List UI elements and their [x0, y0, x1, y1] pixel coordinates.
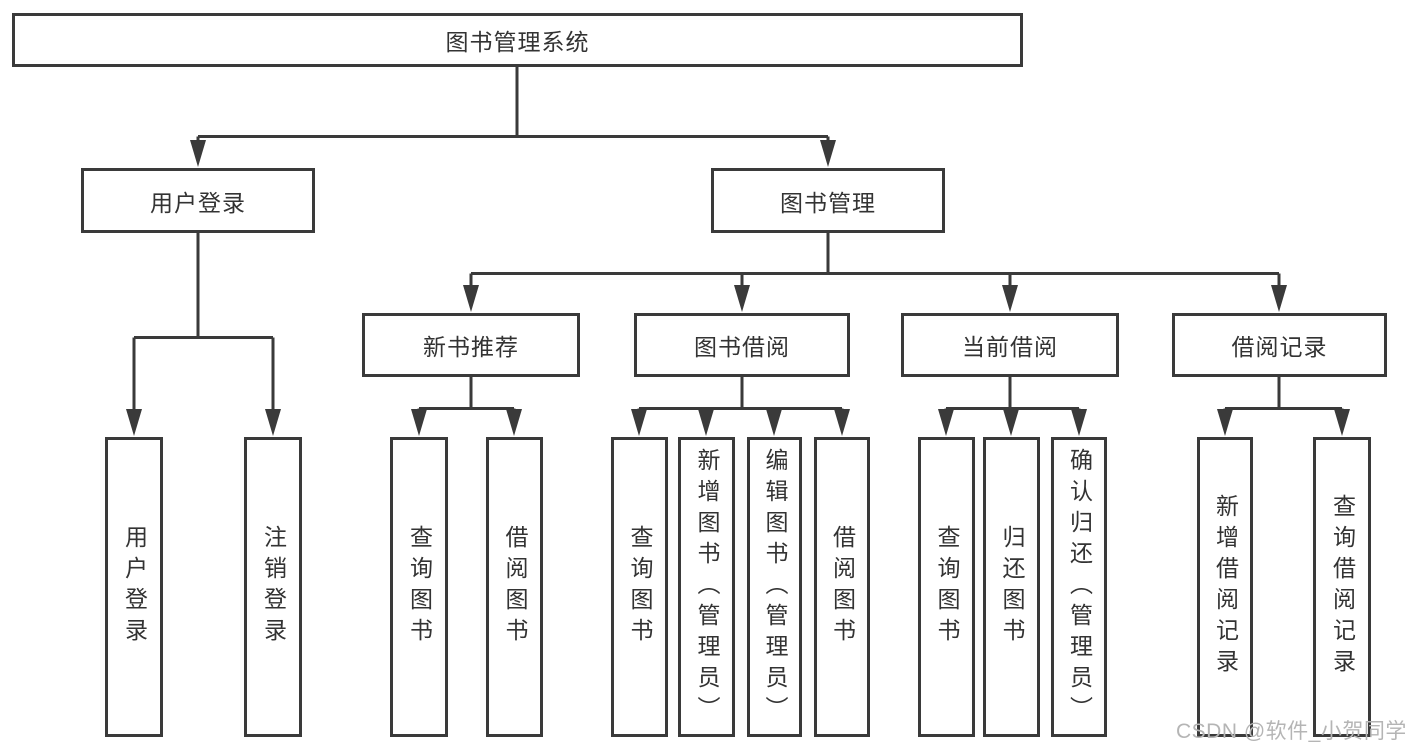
- leaf-current-query-book: 查询图书: [918, 437, 975, 737]
- node-book-borrowing: 图书借阅: [634, 313, 850, 377]
- leaf-logout: 注销登录: [244, 437, 302, 737]
- connector-current-borrowing: [944, 376, 1081, 420]
- arrowhead: [834, 409, 850, 436]
- arrowhead: [1071, 409, 1087, 436]
- leaf-edit-book-admin: 编辑图书（管理员）: [747, 437, 802, 737]
- arrowhead: [265, 409, 281, 436]
- node-current-borrowing: 当前借阅: [901, 313, 1119, 377]
- connector-root: [196, 66, 830, 146]
- arrowhead: [506, 409, 522, 436]
- connector-user-login: [132, 232, 275, 416]
- node-user-login: 用户登录: [81, 168, 315, 233]
- connector-borrowing-records: [1223, 376, 1344, 420]
- arrowhead: [1003, 409, 1019, 436]
- arrowhead: [1334, 409, 1350, 436]
- arrowhead: [1271, 285, 1287, 312]
- leaf-borrow-query-book: 查询图书: [611, 437, 668, 737]
- arrowhead: [820, 140, 836, 167]
- arrowhead: [631, 409, 647, 436]
- node-borrowing-records: 借阅记录: [1172, 313, 1387, 377]
- leaf-confirm-return-admin: 确认归还（管理员）: [1051, 437, 1107, 737]
- arrowhead: [126, 409, 142, 436]
- arrowhead: [698, 409, 714, 436]
- node-book-management: 图书管理: [711, 168, 945, 233]
- leaf-return-book: 归还图书: [983, 437, 1040, 737]
- node-library-system: 图书管理系统: [12, 13, 1023, 67]
- arrowhead: [938, 409, 954, 436]
- arrowhead: [1002, 285, 1018, 312]
- arrowhead: [190, 140, 206, 167]
- leaf-query-borrow-record: 查询借阅记录: [1313, 437, 1371, 737]
- arrowhead: [734, 285, 750, 312]
- connector-new-book-recommend: [417, 376, 516, 420]
- leaf-recommend-borrow-book: 借阅图书: [486, 437, 543, 737]
- leaf-borrow-book: 借阅图书: [814, 437, 870, 737]
- leaf-add-borrow-record: 新增借阅记录: [1197, 437, 1253, 737]
- arrowhead: [463, 285, 479, 312]
- node-new-book-recommend: 新书推荐: [362, 313, 580, 377]
- arrowhead: [766, 409, 782, 436]
- watermark: CSDN @软件_小贺同学: [1176, 720, 1405, 743]
- connector-book-borrowing: [637, 376, 844, 420]
- connector-book-management: [469, 232, 1281, 291]
- leaf-add-book-admin: 新增图书（管理员）: [678, 437, 735, 737]
- arrowhead: [411, 409, 427, 436]
- leaf-user-login: 用户登录: [105, 437, 163, 737]
- arrowhead: [1217, 409, 1233, 436]
- leaf-recommend-query-book: 查询图书: [390, 437, 448, 737]
